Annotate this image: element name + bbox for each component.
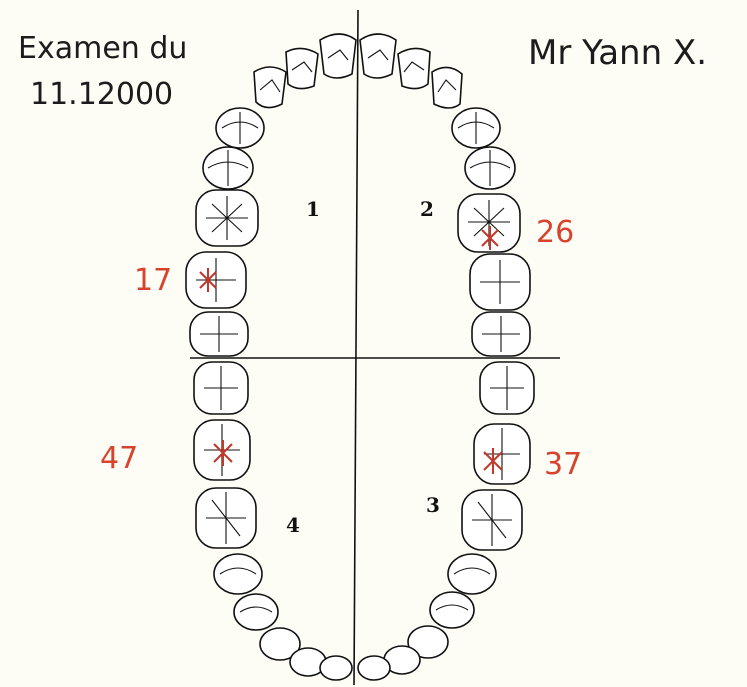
vertical-midline [354, 10, 358, 685]
tooth-37 [474, 424, 530, 484]
exam-date-label: Examen du [18, 31, 187, 66]
tooth-u-canine-1 [254, 67, 286, 108]
tooth-l-incisor-4a [320, 656, 352, 680]
quadrant-4-label: 4 [286, 513, 300, 537]
tooth-17 [186, 252, 246, 308]
tooth-l-premolar-3a [448, 554, 496, 594]
patient-name: Mr Yann X. [528, 33, 707, 73]
tooth-u-premolar-1a [216, 108, 264, 148]
tooth-u-premolar-2b [465, 147, 515, 189]
tooth-27 [470, 254, 530, 310]
tooth-u-premolar-2a [452, 108, 500, 148]
tooth-label-47: 47 [100, 441, 138, 476]
quadrant-1-label: 1 [306, 197, 320, 221]
tooth-18 [190, 312, 248, 356]
tooth-16 [196, 190, 258, 246]
tooth-label-17: 17 [134, 263, 172, 298]
quadrant-3-label: 3 [426, 493, 440, 517]
tooth-46 [196, 488, 256, 548]
tooth-u-incisor-2 [360, 34, 396, 78]
tooth-28 [472, 312, 530, 356]
tooth-u-premolar-1b [203, 147, 253, 189]
tooth-48 [194, 362, 248, 414]
tooth-l-incisor-3a [358, 656, 390, 680]
tooth-label-26: 26 [536, 215, 574, 250]
tooth-36 [462, 490, 522, 550]
lower-arch [194, 362, 534, 680]
tooth-u-canine-2 [432, 67, 462, 108]
exam-date-value: 11.12000 [30, 77, 173, 112]
tooth-u-lateral-2 [398, 48, 430, 88]
tooth-l-premolar-4a [214, 554, 262, 594]
tooth-l-premolar-4b [234, 594, 278, 630]
tooth-l-premolar-3b [430, 592, 474, 628]
tooth-u-incisor-1 [320, 34, 356, 78]
tooth-label-37: 37 [544, 447, 582, 482]
tooth-38 [480, 362, 534, 414]
tooth-u-lateral-1 [286, 48, 318, 88]
quadrant-2-label: 2 [420, 197, 434, 221]
